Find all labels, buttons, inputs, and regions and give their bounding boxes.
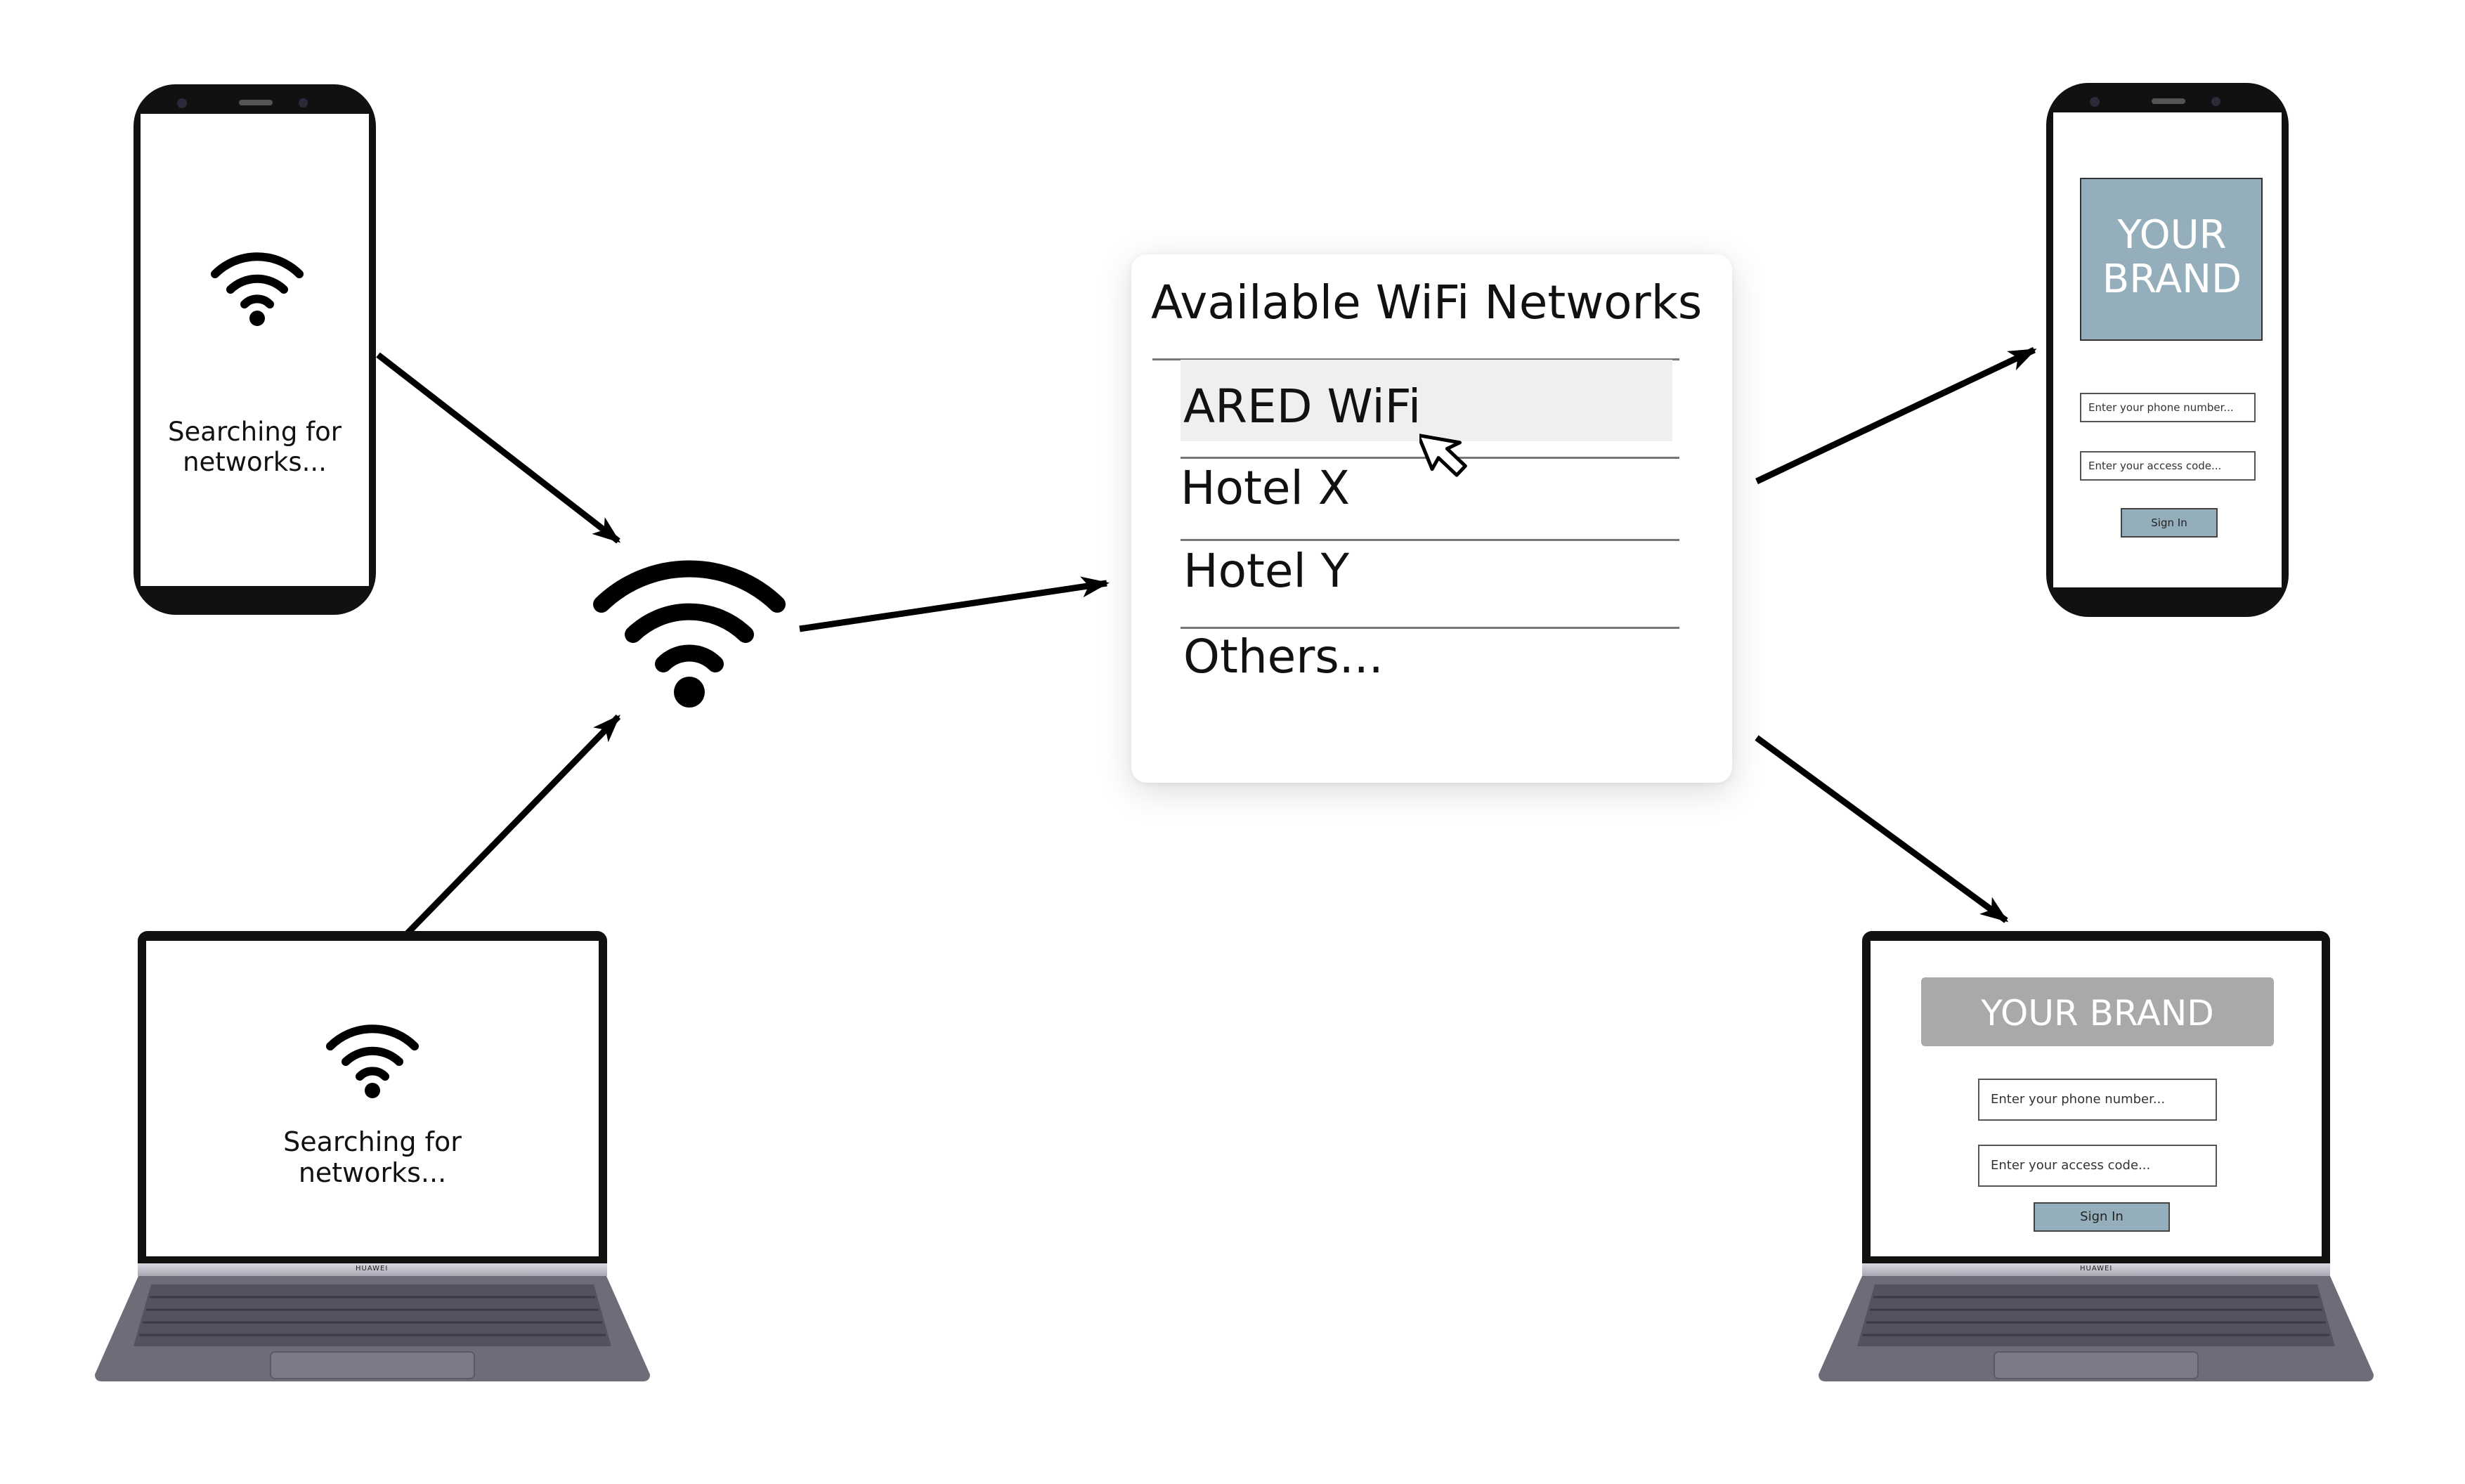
- wifi-icon: [208, 246, 306, 327]
- laptop-screen: YOUR BRAND Enter your phone number... En…: [1871, 941, 2322, 1256]
- brand-text: YOUR BRAND: [2102, 212, 2242, 303]
- phone-speaker: [2152, 98, 2185, 104]
- laptop-hinge: HUAWEI: [138, 1263, 607, 1276]
- phone-searching: Searching for networks...: [134, 84, 376, 615]
- network-item-label: ARED WiFi: [1183, 379, 1422, 434]
- wifi-network-list-card: Available WiFi Networks ARED WiFi Hotel …: [1131, 254, 1732, 783]
- arrow-wifi-to-list: [799, 576, 1110, 632]
- sign-in-label: Sign In: [2080, 1209, 2123, 1224]
- network-list-title: Available WiFi Networks: [1151, 275, 1703, 330]
- phone-number-input[interactable]: Enter your phone number...: [2080, 393, 2256, 422]
- laptop-brand-mark: HUAWEI: [356, 1265, 389, 1273]
- network-item-hotel-x[interactable]: Hotel X: [1181, 460, 1672, 540]
- access-code-input[interactable]: Enter your access code...: [2080, 451, 2256, 481]
- network-item-label: Others...: [1183, 630, 1384, 684]
- phone-camera: [2090, 97, 2100, 107]
- phone-number-placeholder: Enter your phone number...: [2088, 401, 2234, 414]
- divider: [1181, 627, 1679, 629]
- network-item-label: Hotel Y: [1183, 544, 1350, 598]
- network-item-ared-wifi[interactable]: ARED WiFi: [1181, 360, 1672, 441]
- phone-screen: Searching for networks...: [141, 114, 369, 586]
- divider: [1181, 539, 1679, 541]
- phone-captive-portal: YOUR BRAND Enter your phone number... En…: [2046, 83, 2289, 617]
- access-code-input[interactable]: Enter your access code...: [1978, 1145, 2217, 1187]
- laptop-screen: Searching for networks...: [146, 941, 599, 1256]
- phone-screen: YOUR BRAND Enter your phone number... En…: [2053, 112, 2282, 587]
- sign-in-button[interactable]: Sign In: [2034, 1202, 2170, 1232]
- phone-sensor: [299, 98, 308, 108]
- access-code-placeholder: Enter your access code...: [2088, 460, 2222, 472]
- laptop-brand-mark: HUAWEI: [2080, 1265, 2113, 1273]
- brand-logo-box: YOUR BRAND: [2080, 178, 2263, 341]
- access-code-placeholder: Enter your access code...: [1991, 1158, 2151, 1173]
- laptop-hinge: HUAWEI: [1862, 1263, 2330, 1276]
- phone-speaker: [239, 100, 273, 105]
- searching-status-text: Searching for networks...: [283, 1126, 462, 1188]
- arrow-list-to-laptop-portal: [1755, 735, 2009, 923]
- phone-number-input[interactable]: Enter your phone number...: [1978, 1079, 2217, 1121]
- brand-logo-box: YOUR BRAND: [1921, 977, 2274, 1046]
- brand-text: YOUR BRAND: [1981, 993, 2214, 1034]
- arrow-laptop-to-wifi: [405, 714, 621, 936]
- arrow-list-to-phone-portal: [1755, 346, 2037, 485]
- phone-number-placeholder: Enter your phone number...: [1991, 1092, 2166, 1107]
- network-item-others[interactable]: Others...: [1181, 630, 1672, 710]
- phone-sensor: [2211, 97, 2220, 106]
- laptop-keyboard-base: [95, 1276, 650, 1381]
- phone-camera: [177, 98, 187, 108]
- network-item-label: Hotel X: [1181, 461, 1351, 515]
- laptop-captive-portal-lid: YOUR BRAND Enter your phone number... En…: [1862, 931, 2330, 1263]
- wifi-icon: [323, 1018, 422, 1099]
- laptop-keyboard-base: [1819, 1276, 2374, 1381]
- wifi-icon: [587, 545, 791, 713]
- divider: [1152, 358, 1679, 360]
- laptop-searching-lid: Searching for networks...: [138, 931, 607, 1263]
- sign-in-button[interactable]: Sign In: [2121, 508, 2218, 538]
- network-item-hotel-y[interactable]: Hotel Y: [1181, 542, 1672, 623]
- searching-status-text: Searching for networks...: [168, 417, 342, 477]
- sign-in-label: Sign In: [2151, 516, 2187, 529]
- cursor-pointer-icon: [1419, 433, 1467, 477]
- arrow-phone-to-wifi: [376, 352, 621, 544]
